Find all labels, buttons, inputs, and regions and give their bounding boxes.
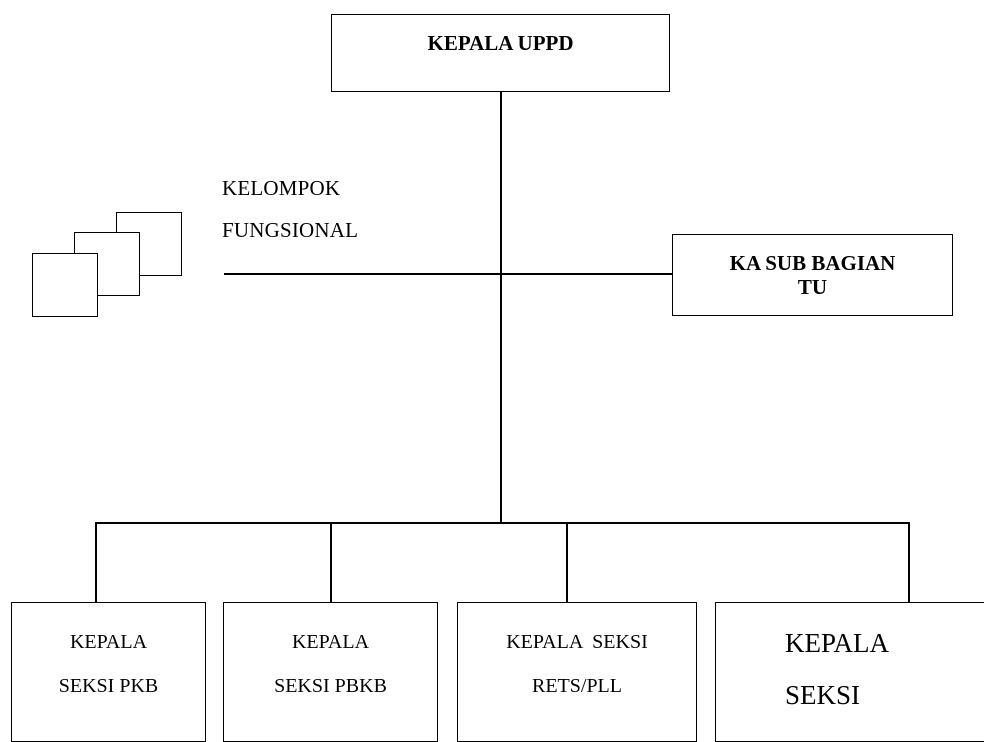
connector-bottom-bus [95,522,910,524]
stack-square-front [32,253,98,317]
connector-drop-section-4 [908,522,910,603]
connector-drop-pkb [95,522,97,603]
node-kepala-seksi-pkb-line1: KEPALA [69,631,148,653]
node-kepala-seksi-4-line2: SEKSI [785,680,861,710]
node-ka-sub-bagian-tu-line2: TU [797,275,828,299]
node-ka-sub-bagian-tu: KA SUB BAGIAN TU [672,234,953,316]
connector-drop-pbkb [330,522,332,603]
connector-drop-rets [566,522,568,603]
node-kepala-seksi-4-line1: KEPALA [785,628,890,658]
node-kepala-seksi-rets: KEPALA SEKSI RETS/PLL [457,602,697,742]
node-kepala-seksi-pbkb-line1: KEPALA [291,631,370,653]
node-kepala-seksi-rets-line2: RETS/PLL [531,675,622,697]
functional-group-icon [30,212,182,318]
functional-group-line1: KELOMPOK [222,176,341,200]
connector-head-to-bus [500,91,502,523]
node-ka-sub-bagian-tu-line1: KA SUB BAGIAN [729,251,896,275]
functional-group-line2: FUNGSIONAL [222,218,359,242]
node-kepala-seksi-4: KEPALA SEKSI [715,602,984,742]
connector-horizontal-functional-admin [224,273,674,275]
node-kepala-seksi-pkb-line2: SEKSI PKB [58,675,159,697]
node-kepala-seksi-pbkb-line2: SEKSI PBKB [274,675,387,697]
node-kepala-seksi-rets-line1: KEPALA SEKSI [506,631,648,653]
functional-group-label: KELOMPOK FUNGSIONAL [222,167,358,251]
node-kepala-seksi-pbkb: KEPALA SEKSI PBKB [223,602,438,742]
node-kepala-seksi-pkb: KEPALA SEKSI PKB [11,602,206,742]
node-kepala-uppd: KEPALA UPPD [331,14,670,92]
org-chart: KEPALA UPPD KELOMPOK FUNGSIONAL KA SUB B… [11,14,984,742]
node-kepala-uppd-label: KEPALA UPPD [427,31,574,55]
